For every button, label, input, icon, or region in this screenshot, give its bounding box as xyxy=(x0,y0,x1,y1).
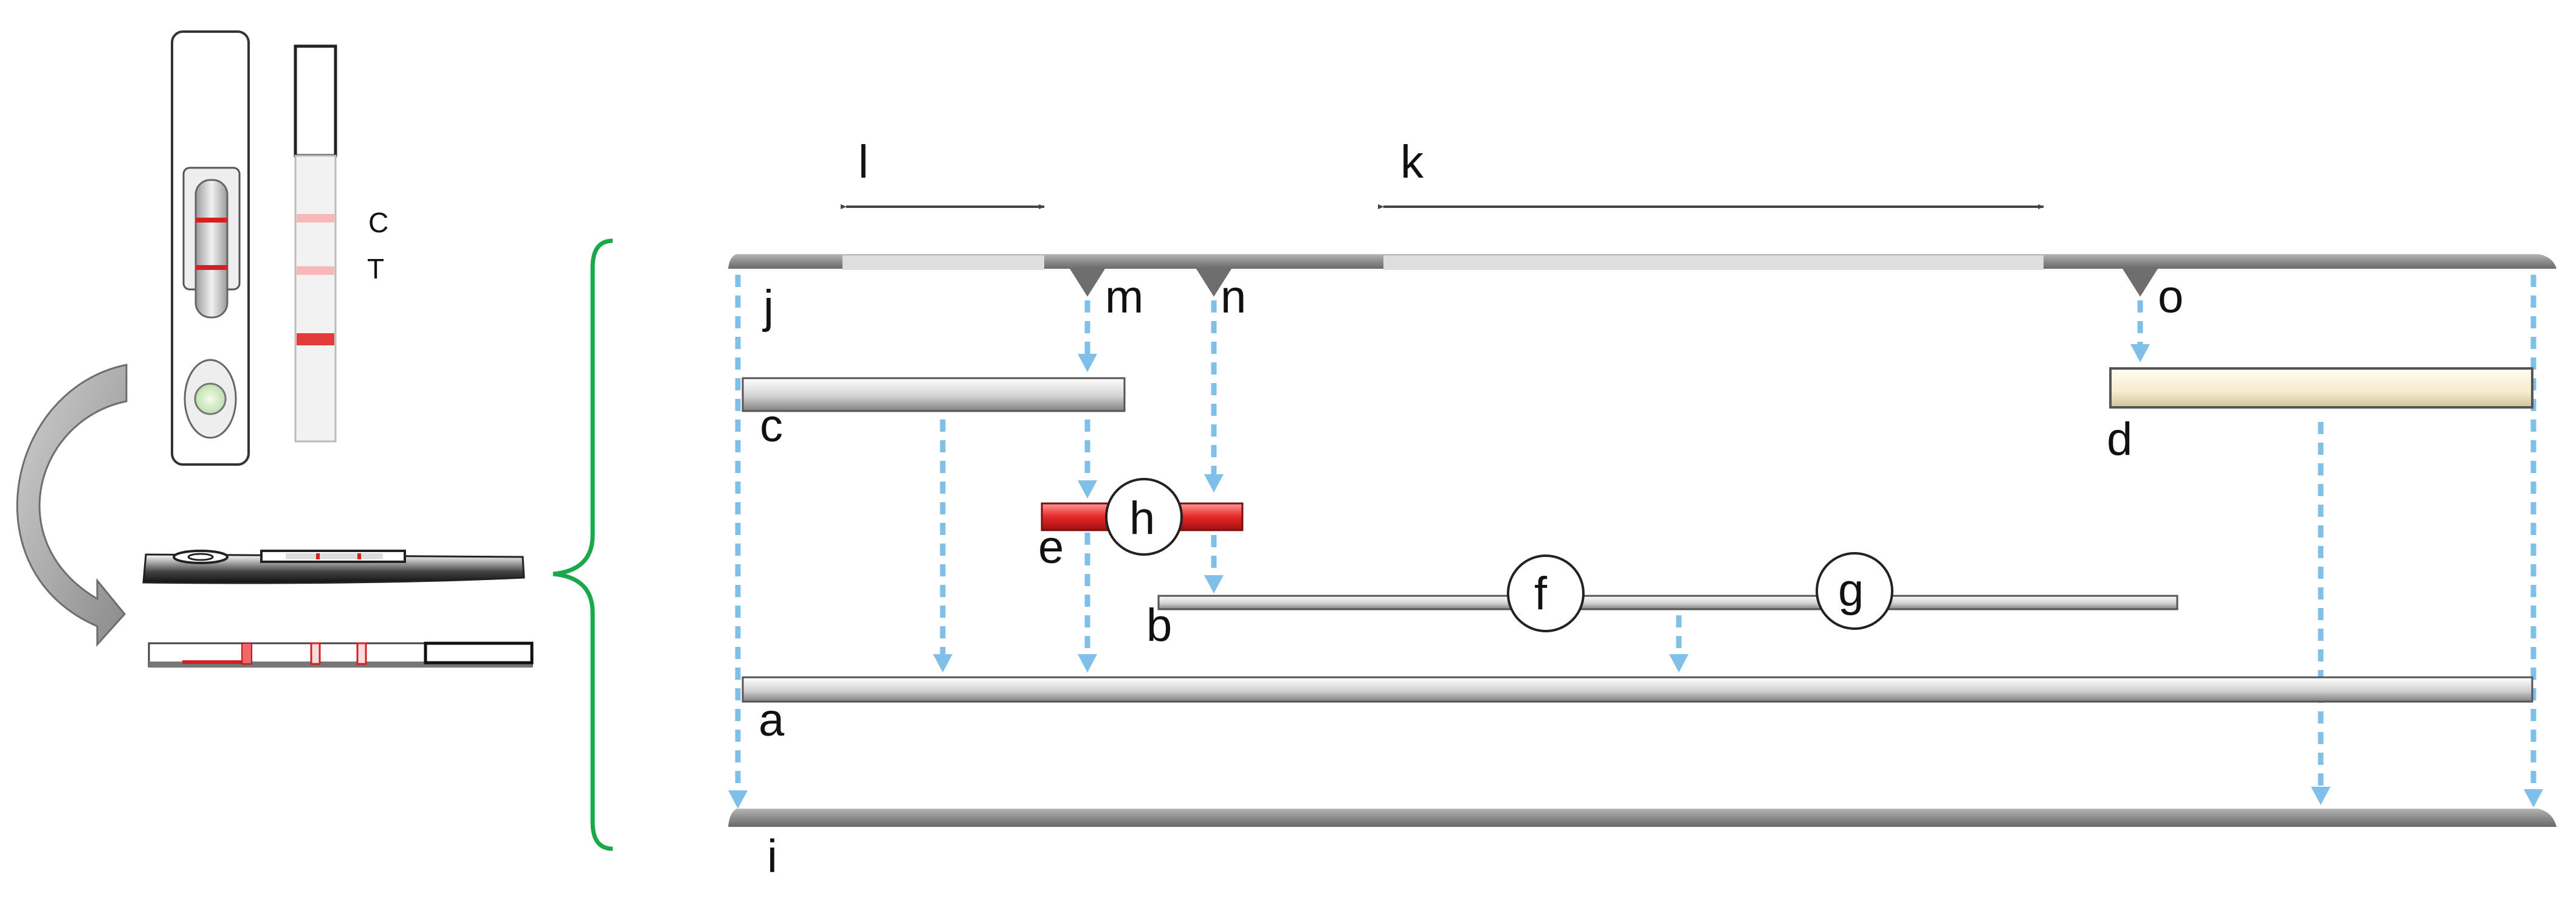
label-d: d xyxy=(2107,413,2132,465)
label-n: n xyxy=(1221,271,1246,323)
rotation-arrow xyxy=(16,364,128,647)
test-line xyxy=(196,265,227,270)
zone-circles xyxy=(1105,478,1893,632)
strip-side-view xyxy=(148,641,534,668)
label-i: i xyxy=(767,831,777,882)
label-k: k xyxy=(1400,136,1424,188)
strip-top-view: C T xyxy=(294,44,388,443)
absorbent-pad-d xyxy=(2109,367,2533,409)
label-j: j xyxy=(762,281,774,333)
backing-card-bottom xyxy=(728,809,2557,827)
curly-bracket xyxy=(553,238,613,851)
result-window xyxy=(195,179,229,319)
cassette-front-view xyxy=(171,30,250,466)
strip-control-band xyxy=(297,214,334,223)
strip-components xyxy=(742,367,2533,703)
label-o: o xyxy=(2158,271,2183,323)
backing-layer-a xyxy=(742,676,2533,703)
test-line-label: T xyxy=(367,253,384,285)
label-a: a xyxy=(759,694,785,746)
marker-o xyxy=(2123,269,2158,297)
membrane-b xyxy=(1157,595,2178,610)
label-g: g xyxy=(1838,564,1864,616)
label-h: h xyxy=(1129,492,1155,544)
label-l: l xyxy=(858,136,869,188)
circle-h xyxy=(1105,478,1183,556)
label-e: e xyxy=(1038,522,1064,573)
label-c: c xyxy=(760,400,783,452)
strip-test-band xyxy=(297,266,334,275)
letter-labels: l k j m n o c d e h f g b a i xyxy=(759,136,2183,882)
marker-n xyxy=(1196,269,1231,297)
flow-arrows xyxy=(728,275,2543,809)
control-line xyxy=(196,218,227,223)
label-f: f xyxy=(1534,568,1548,620)
cassette-side-view xyxy=(142,550,525,584)
sample-pad-c xyxy=(742,377,1126,412)
label-b: b xyxy=(1146,599,1172,651)
strip-conjugate-band xyxy=(297,333,334,345)
control-line-label: C xyxy=(368,207,388,238)
backing-card-top xyxy=(728,254,2557,297)
label-m: m xyxy=(1105,271,1143,323)
circle-g xyxy=(1816,552,1893,630)
marker-m xyxy=(1070,269,1105,297)
circle-f xyxy=(1507,554,1585,632)
